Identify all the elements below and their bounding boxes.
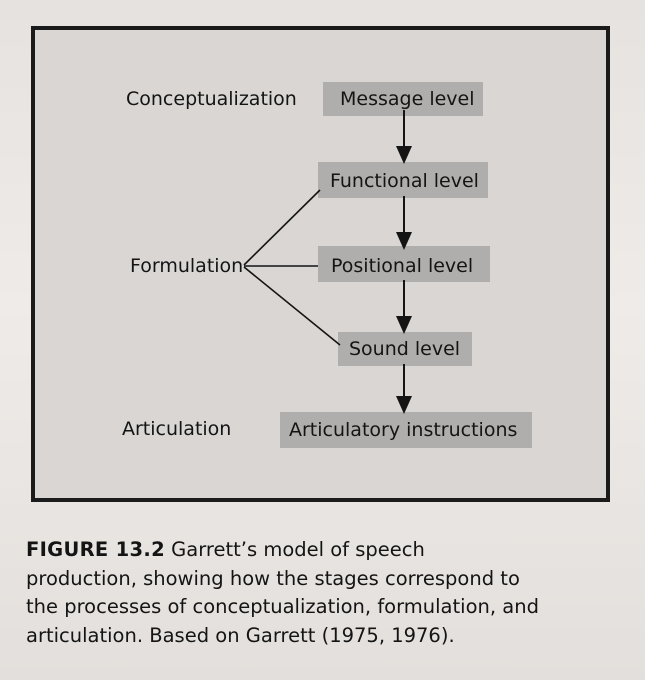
- figure-number: FIGURE 13.2: [26, 538, 165, 561]
- level-positional: Positional level: [331, 255, 474, 277]
- caption-line-2: production, showing how the stages corre…: [26, 566, 520, 590]
- level-functional: Functional level: [330, 170, 479, 192]
- caption-text-1: Garrett’s model of speech: [171, 538, 425, 561]
- level-articulatory-instructions: Articulatory instructions: [289, 419, 518, 441]
- figure-caption: FIGURE 13.2 Garrett’s model of speech pr…: [26, 536, 626, 650]
- stage-articulation: Articulation: [122, 418, 232, 440]
- caption-line-4: articulation. Based on Garrett (1975, 19…: [26, 623, 455, 647]
- functional-level-highlight: [318, 162, 488, 198]
- level-message: Message level: [340, 88, 475, 110]
- caption-line-1: FIGURE 13.2 Garrett’s model of speech: [26, 536, 626, 565]
- level-sound: Sound level: [349, 338, 461, 360]
- stage-conceptualization: Conceptualization: [126, 88, 297, 110]
- positional-level-highlight: [318, 246, 490, 282]
- connector-formulation-sound: [243, 266, 341, 346]
- caption-line-3: the processes of conceptualization, form…: [26, 595, 539, 618]
- articulatory-instructions-highlight: [280, 412, 532, 448]
- stage-formulation: Formulation: [130, 255, 244, 277]
- connector-formulation-functional: [243, 189, 321, 266]
- sound-level-highlight: [338, 332, 472, 366]
